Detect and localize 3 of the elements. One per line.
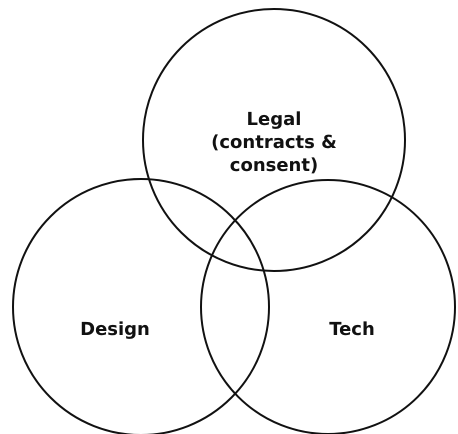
circle-label: Legal (contracts & consent) [210,108,338,177]
circle-label: Design [79,318,151,341]
circle-label: Tech [328,318,376,341]
